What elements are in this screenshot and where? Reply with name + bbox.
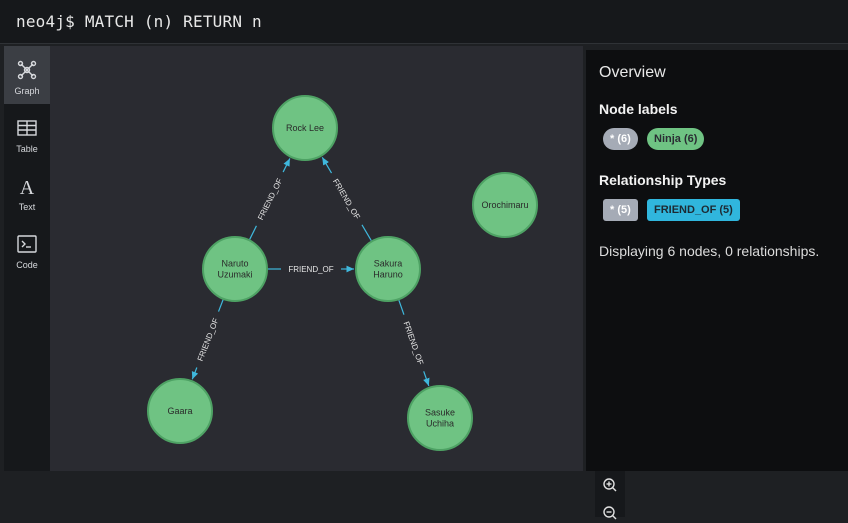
graph-icon (17, 60, 37, 80)
graph-node-naruto[interactable] (202, 236, 268, 302)
view-sidebar: Graph Table A Text Code (4, 46, 50, 471)
relationship-label: FRIEND_OF (331, 177, 362, 221)
node-caption: Sakura (374, 259, 403, 269)
zoom-out-icon[interactable] (600, 503, 620, 523)
sidebar-item-code[interactable]: Code (4, 220, 50, 278)
code-icon (17, 235, 37, 253)
relationship-label: FRIEND_OF (256, 177, 284, 222)
sidebar-item-table[interactable]: Table (4, 104, 50, 162)
graph-node-sakura[interactable] (355, 236, 421, 302)
relationship-line[interactable] (249, 225, 257, 240)
graph-canvas[interactable]: FRIEND_OF FRIEND_OF FRIEND_OF FRIEND_OF FRIE… (50, 46, 625, 520)
overview-title: Overview (599, 64, 666, 81)
rel-type-all-badge[interactable]: * (5) (603, 199, 638, 221)
relationship-line[interactable] (217, 299, 224, 312)
relationship-line[interactable] (282, 158, 291, 173)
zoom-controls (595, 467, 625, 520)
relationship-line[interactable] (191, 367, 199, 380)
sidebar-item-label: Graph (14, 86, 40, 96)
node-label-all-badge[interactable]: * (6) (603, 128, 638, 150)
zoom-in-icon[interactable] (600, 475, 620, 495)
node-labels-heading: Node labels (599, 101, 678, 117)
overview-status: Displaying 6 nodes, 0 relationships. (599, 243, 820, 259)
relationship-line[interactable] (321, 156, 333, 174)
graph-visualization[interactable]: FRIEND_OF FRIEND_OF FRIEND_OF FRIEND_OF FRIE… (50, 46, 583, 471)
node-caption: Orochimaru (481, 200, 528, 210)
node-caption: Naruto (221, 259, 248, 269)
rel-type-friend-of-badge[interactable]: FRIEND_OF (5) (647, 199, 740, 221)
node-caption: Uchiha (426, 419, 454, 429)
sidebar-item-text[interactable]: A Text (4, 162, 50, 220)
node-caption: Gaara (167, 406, 192, 416)
sidebar-item-label: Code (16, 260, 38, 270)
query-editor[interactable]: neo4j$ MATCH (n) RETURN n (16, 12, 262, 31)
node-label-ninja-badge[interactable]: Ninja (6) (647, 128, 705, 150)
relationship-line[interactable] (361, 224, 372, 241)
sidebar-item-label: Table (16, 144, 38, 154)
graph-node-sasuke[interactable] (407, 385, 473, 451)
query-text[interactable]: MATCH (n) RETURN n (84, 12, 262, 31)
node-caption: Uzumaki (217, 270, 252, 280)
relationship-types-heading: Relationship Types (599, 172, 727, 188)
relationship-label: FRIEND_OF (402, 320, 425, 366)
svg-text:A: A (20, 177, 35, 196)
overview-panel: Overview Node labels * (6) Ninja (6) Rel… (586, 50, 848, 471)
table-icon (17, 120, 37, 136)
graph-node-orochimaru[interactable] (472, 172, 538, 238)
relationship-line[interactable] (398, 299, 405, 315)
relationship-label: FRIEND_OF (288, 265, 333, 274)
query-bar[interactable]: neo4j$ MATCH (n) RETURN n (0, 0, 848, 44)
graph-node-gaara[interactable] (147, 378, 213, 444)
node-caption: Rock Lee (286, 123, 324, 133)
relationship-line[interactable] (423, 371, 430, 387)
sidebar-item-label: Text (18, 202, 36, 212)
sidebar-item-graph[interactable]: Graph (4, 46, 50, 104)
node-caption: Sasuke (425, 408, 455, 418)
query-prompt: neo4j$ (16, 12, 75, 31)
node-caption: Haruno (373, 270, 403, 280)
graph-node-rock[interactable] (272, 95, 338, 161)
text-icon: A (20, 177, 35, 196)
relationship-label: FRIEND_OF (196, 317, 221, 363)
